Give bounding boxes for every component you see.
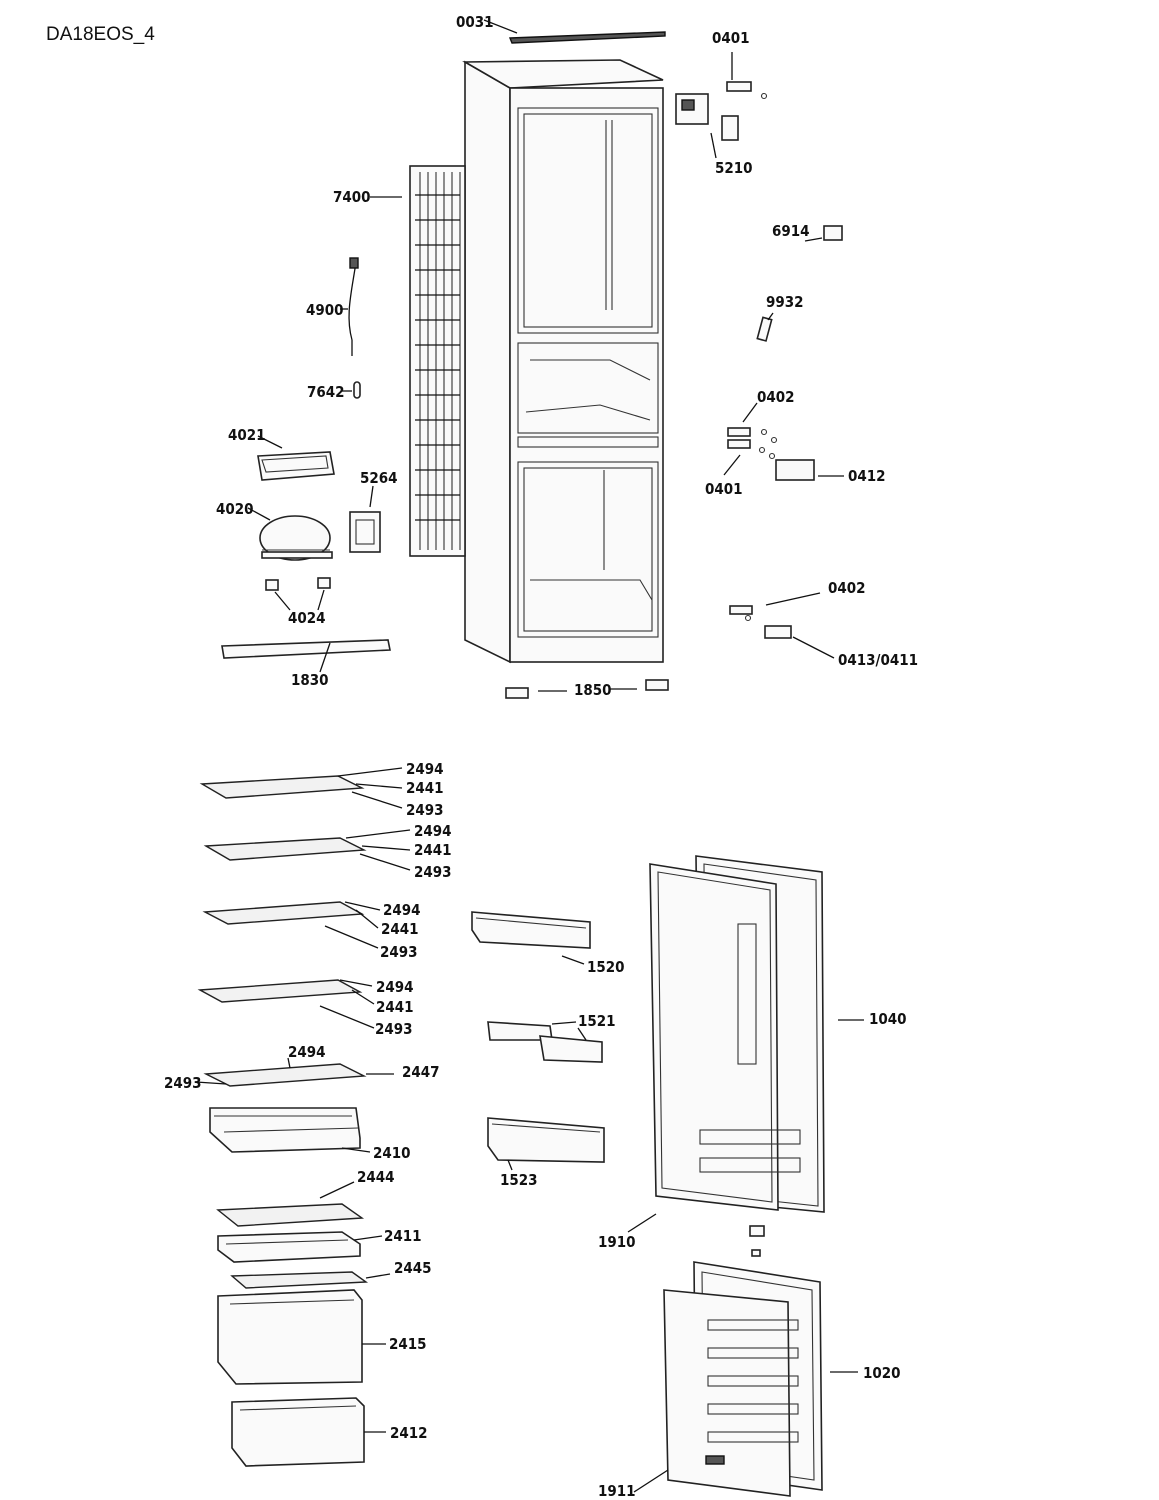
label-2444: 2444 bbox=[357, 1168, 395, 1186]
shelf-5: 2494 2493 2447 bbox=[164, 1043, 440, 1092]
power-cord-4900: 4900 bbox=[306, 257, 359, 356]
bottom-hinge-0402: 0402 bbox=[729, 579, 866, 622]
label-0401-top: 0401 bbox=[712, 29, 750, 47]
drawer-2412: 2412 bbox=[231, 1397, 428, 1467]
label-1523: 1523 bbox=[500, 1171, 538, 1189]
label-0402-bottom: 0402 bbox=[828, 579, 866, 597]
label-1521: 1521 bbox=[578, 1012, 616, 1030]
shelf-1: 2494 2441 2493 bbox=[199, 760, 444, 819]
label-0402-top: 0402 bbox=[757, 388, 795, 406]
label-0031: 0031 bbox=[456, 13, 494, 31]
part-7642: 7642 bbox=[307, 381, 361, 401]
tray-2411: 2411 bbox=[217, 1227, 422, 1263]
glass-2444: 2444 bbox=[216, 1168, 395, 1227]
relay-5264: 5264 bbox=[349, 469, 398, 553]
door-balcony-1520: 1520 bbox=[471, 911, 625, 976]
door-balcony-1523: 1523 bbox=[487, 1117, 605, 1189]
label-5210: 5210 bbox=[715, 159, 753, 177]
label-0401-mid: 0401 bbox=[705, 480, 743, 498]
shelf-4: 2494 2441 2493 bbox=[197, 978, 414, 1038]
label-shelf1-2441: 2441 bbox=[406, 779, 444, 797]
label-2412: 2412 bbox=[390, 1424, 428, 1442]
door-balcony-1521: 1521 bbox=[487, 1012, 616, 1063]
base-rail-1830: 1830 bbox=[221, 639, 391, 689]
hinge-0401-top: 0401 bbox=[712, 29, 768, 100]
drip-tray-4021: 4021 bbox=[228, 426, 335, 481]
gasket-1910: 1910 bbox=[598, 1213, 657, 1251]
label-shelf4-2494: 2494 bbox=[376, 978, 414, 996]
cabinet-body bbox=[462, 59, 664, 664]
label-1850: 1850 bbox=[574, 681, 612, 699]
label-1020: 1020 bbox=[863, 1364, 901, 1382]
drawer-2415: 2415 bbox=[217, 1289, 427, 1385]
control-box-5210: 5210 bbox=[675, 93, 753, 177]
shelf-2: 2494 2441 2493 bbox=[203, 822, 452, 881]
label-shelf2-2494: 2494 bbox=[414, 822, 452, 840]
label-5264: 5264 bbox=[360, 469, 398, 487]
label-7642: 7642 bbox=[307, 383, 345, 401]
part-2445: 2445 bbox=[230, 1259, 432, 1289]
small-hinge-parts bbox=[749, 1225, 765, 1257]
label-4024: 4024 bbox=[288, 609, 326, 627]
label-shelf4-2493: 2493 bbox=[375, 1020, 413, 1038]
lower-door-1020: 1020 bbox=[663, 1261, 901, 1497]
tray-2410: 2410 bbox=[209, 1107, 411, 1162]
feet-1850: 1850 bbox=[505, 679, 669, 699]
label-shelf5-2493: 2493 bbox=[164, 1074, 202, 1092]
label-1910: 1910 bbox=[598, 1233, 636, 1251]
label-2410: 2410 bbox=[373, 1144, 411, 1162]
upper-door-1040: 1040 bbox=[649, 855, 907, 1213]
label-shelf3-2493: 2493 bbox=[380, 943, 418, 961]
label-shelf2-2493: 2493 bbox=[414, 863, 452, 881]
label-shelf5-2447: 2447 bbox=[402, 1063, 440, 1081]
model-title: DA18EOS_4 bbox=[46, 24, 155, 45]
part-0413-0411: 0413/0411 bbox=[764, 625, 918, 669]
part-6914: 6914 bbox=[772, 222, 843, 242]
label-1830: 1830 bbox=[291, 671, 329, 689]
condenser-7400: 7400 bbox=[333, 165, 466, 557]
gasket-1911: 1911 bbox=[598, 1469, 669, 1500]
label-shelf2-2441: 2441 bbox=[414, 841, 452, 859]
label-shelf4-2441: 2441 bbox=[376, 998, 414, 1016]
compressor-4020: 4020 bbox=[216, 500, 333, 561]
label-2411: 2411 bbox=[384, 1227, 422, 1245]
label-1911: 1911 bbox=[598, 1482, 636, 1500]
shelf-3: 2494 2441 2493 bbox=[202, 901, 421, 961]
label-4020: 4020 bbox=[216, 500, 254, 518]
label-9932: 9932 bbox=[766, 293, 804, 311]
label-shelf1-2493: 2493 bbox=[406, 801, 444, 819]
label-shelf5-2494: 2494 bbox=[288, 1043, 326, 1061]
label-4900: 4900 bbox=[306, 301, 344, 319]
top-cover-0031: 0031 bbox=[456, 13, 666, 44]
label-0413-0411: 0413/0411 bbox=[838, 651, 918, 669]
part-9932: 9932 bbox=[756, 293, 804, 342]
label-shelf3-2441: 2441 bbox=[381, 920, 419, 938]
label-2445: 2445 bbox=[394, 1259, 432, 1277]
label-shelf1-2494: 2494 bbox=[406, 760, 444, 778]
middle-hinge-group: 0402 0401 0412 bbox=[705, 388, 886, 498]
compressor-feet-4024: 4024 bbox=[265, 577, 331, 627]
label-6914: 6914 bbox=[772, 222, 810, 240]
label-1040: 1040 bbox=[869, 1010, 907, 1028]
label-shelf3-2494: 2494 bbox=[383, 901, 421, 919]
label-2415: 2415 bbox=[389, 1335, 427, 1353]
label-7400: 7400 bbox=[333, 188, 371, 206]
label-4021: 4021 bbox=[228, 426, 266, 444]
label-0412: 0412 bbox=[848, 467, 886, 485]
label-1520: 1520 bbox=[587, 958, 625, 976]
